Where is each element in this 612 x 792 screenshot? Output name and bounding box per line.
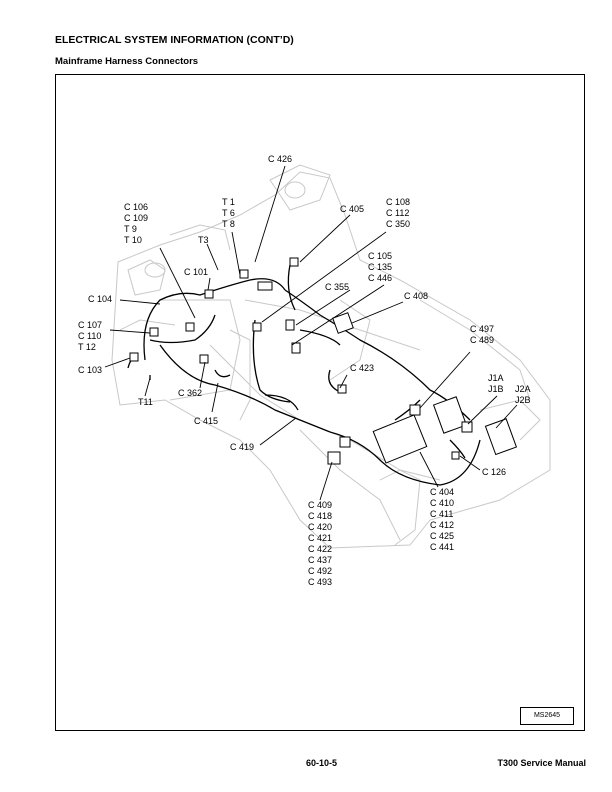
label-t8: T 8	[222, 219, 235, 229]
label-t10: T 10	[124, 235, 142, 245]
label-c441: C 441	[430, 542, 454, 552]
label-c112: C 112	[386, 208, 409, 218]
label-t11: T11	[138, 397, 153, 407]
label-c411: C 411	[430, 509, 453, 519]
page-title: ELECTRICAL SYSTEM INFORMATION (CONT’D)	[55, 34, 294, 46]
label-c412: C 412	[430, 520, 454, 530]
label-c101: C 101	[184, 267, 208, 277]
label-c418: C 418	[308, 511, 332, 521]
section-subtitle: Mainframe Harness Connectors	[55, 56, 199, 67]
label-c437: C 437	[308, 555, 332, 565]
label-c350: C 350	[386, 219, 410, 229]
mainframe-outline	[111, 164, 551, 549]
label-j1a: J1A	[488, 373, 504, 383]
label-c493: C 493	[308, 577, 332, 587]
label-c355: C 355	[325, 282, 349, 292]
label-c107: C 107	[78, 320, 102, 330]
label-t1: T 1	[222, 197, 235, 207]
label-c106: C 106	[124, 202, 148, 212]
label-j2b: J2B	[515, 395, 531, 405]
label-c426: C 426	[268, 154, 292, 164]
label-j1b: J1B	[488, 384, 504, 394]
connector-blocks	[129, 257, 518, 465]
manual-title: T300 Service Manual	[497, 758, 586, 768]
label-c110: C 110	[78, 331, 101, 341]
label-c421: C 421	[308, 533, 332, 543]
label-t6: T 6	[222, 208, 235, 218]
label-c104: C 104	[88, 294, 112, 304]
label-j2a: J2A	[515, 384, 531, 394]
label-c419: C 419	[230, 442, 254, 452]
label-c404: C 404	[430, 487, 454, 497]
label-c135: C 135	[368, 262, 392, 272]
label-c108: C 108	[386, 197, 410, 207]
label-c423: C 423	[350, 363, 374, 373]
label-c103: C 103	[78, 365, 102, 375]
label-c109: C 109	[124, 213, 148, 223]
page-number: 60-10-5	[306, 758, 338, 768]
label-c126: C 126	[482, 467, 506, 477]
leader-lines	[104, 165, 518, 501]
label-t3: T3	[198, 235, 209, 245]
label-c408: C 408	[404, 291, 428, 301]
label-c409: C 409	[308, 500, 332, 510]
callout-labels: C 426 C 106 C 109 T 9 T 10 T 1 T 6 T 8 T…	[78, 154, 531, 587]
label-c425: C 425	[430, 531, 454, 541]
label-c492: C 492	[308, 566, 332, 576]
label-c422: C 422	[308, 544, 332, 554]
label-c362: C 362	[178, 388, 202, 398]
label-c497: C 497	[470, 324, 494, 334]
label-c105: C 105	[368, 251, 392, 261]
label-c446: C 446	[368, 273, 392, 283]
label-t9: T 9	[124, 224, 137, 234]
figure-frame: MS2645	[55, 74, 585, 731]
label-t12: T 12	[78, 342, 96, 352]
label-c415: C 415	[194, 416, 218, 426]
label-c489: C 489	[470, 335, 494, 345]
label-c410: C 410	[430, 498, 454, 508]
figure-ref-code: MS2645	[520, 707, 574, 725]
label-c405: C 405	[340, 204, 364, 214]
label-c420: C 420	[308, 522, 332, 532]
